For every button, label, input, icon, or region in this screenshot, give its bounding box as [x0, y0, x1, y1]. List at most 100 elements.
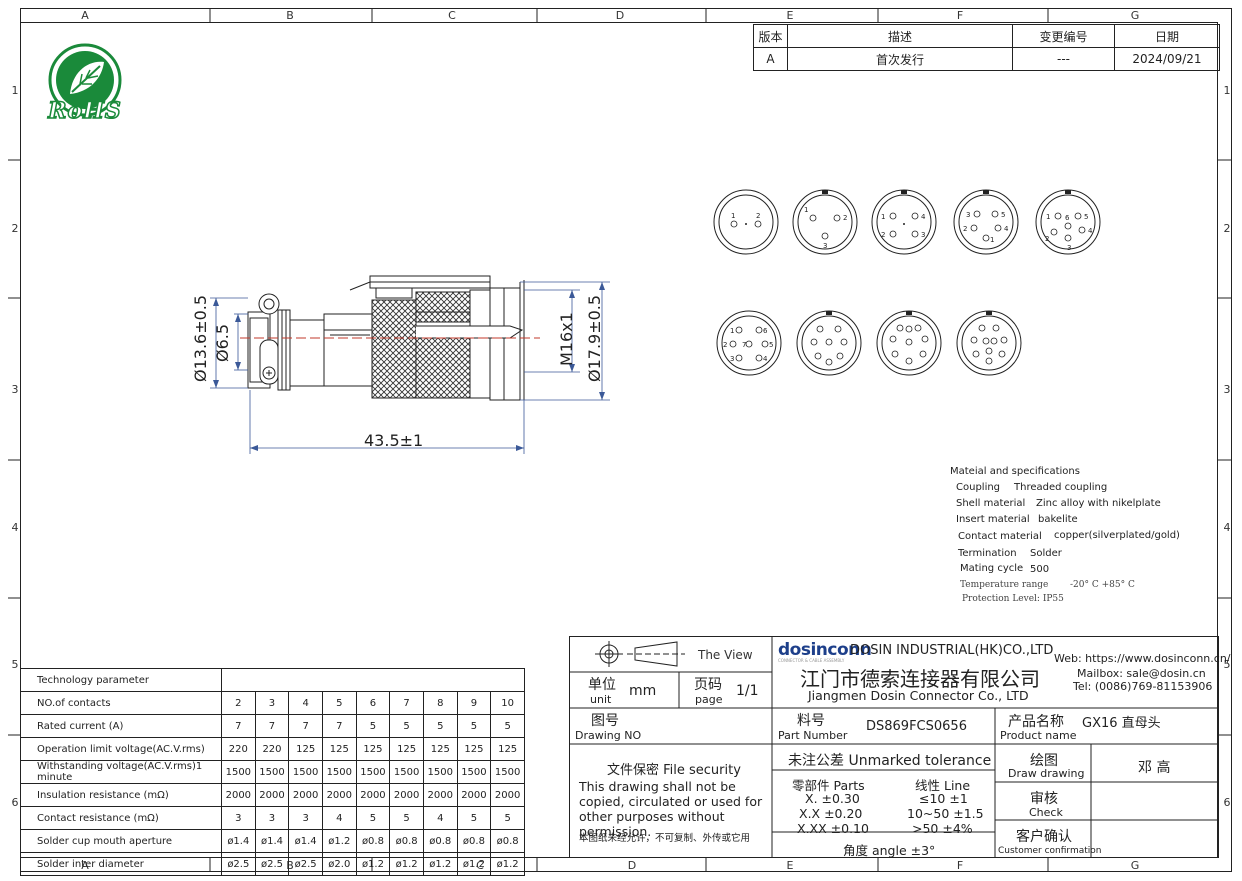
tech-cell: 1500: [254, 760, 290, 784]
security-cn: 本图纸未经允许，不可复制、外传或它用: [579, 833, 751, 844]
tech-cell: 125: [321, 737, 357, 761]
angle-tol: 角度 angle ±3°: [843, 843, 936, 858]
tech-cell: ø0.8: [355, 829, 391, 853]
tech-cell: 1500: [422, 760, 458, 784]
rev-change-no: ---: [1012, 47, 1115, 71]
drawing-no-cn: 图号: [591, 713, 619, 729]
tech-cell: ø0.8: [389, 829, 424, 853]
tech-cell: 1500: [288, 760, 323, 784]
zone-col-g-bottom: G: [1130, 859, 1140, 872]
product-name: GX16 直母头: [1082, 716, 1161, 731]
tech-row-label: Solder cup mouth aperture: [20, 829, 222, 853]
parts-tol-2: X.X ±0.20: [799, 806, 863, 821]
tech-cell: 220: [254, 737, 290, 761]
zone-row-5: 5: [11, 658, 19, 671]
tech-cell: 6: [355, 691, 391, 715]
zone-col-e-bottom: E: [786, 859, 794, 872]
brand-logo: dosinconn: [778, 640, 872, 660]
tech-cell: 125: [288, 737, 323, 761]
spec-mating-label: Mating cycle: [960, 563, 1024, 574]
zone-row-3-right: 3: [1223, 383, 1231, 396]
tech-title-row: Technology parameter: [20, 668, 525, 692]
tech-cell: 220: [221, 737, 256, 761]
spec-shell-value: Zinc alloy with nikelplate: [1036, 498, 1161, 509]
tech-cell: 125: [422, 737, 458, 761]
zone-row-2: 2: [11, 222, 19, 235]
tech-cell: 1500: [355, 760, 391, 784]
unit-en: unit: [590, 693, 612, 706]
pin3-label-1: 1: [804, 206, 808, 214]
pin6-label-5: 5: [1084, 213, 1088, 221]
company-en2: Jiangmen Dosin Connector Co., LTD: [808, 688, 1029, 703]
tech-cell: 5: [355, 806, 391, 830]
pin4-label-2: 2: [881, 231, 885, 239]
zone-row-3: 3: [11, 383, 19, 396]
pin4-label-3: 3: [921, 231, 925, 239]
spec-insert-value: bakelite: [1038, 514, 1078, 525]
tech-cell: 3: [288, 806, 323, 830]
spec-temp-label: Temperature range: [960, 580, 1049, 590]
tech-row-label: Insulation resistance (mΩ): [20, 783, 222, 807]
part-number: DS869FCS0656: [866, 719, 967, 734]
brand-name: dosinconn: [778, 640, 872, 660]
check-en: Check: [1029, 806, 1063, 819]
zone-col-f-bottom: F: [956, 859, 964, 872]
tech-row: Withstanding voltage(AC.V.rms)1 minute 15…: [20, 760, 525, 784]
part-en: Part Number: [778, 729, 848, 742]
tech-row-label: Withstanding voltage(AC.V.rms)1 minute: [20, 760, 222, 784]
tech-cell: 125: [490, 737, 525, 761]
tech-cell: ø1.4: [254, 829, 290, 853]
tech-cell: 2: [221, 691, 256, 715]
pin6-label-2: 2: [1045, 235, 1049, 243]
tech-row-label: Operation limit voltage(AC.V.rms): [20, 737, 222, 761]
line-title: 线性 Line: [915, 778, 971, 793]
tech-cell: 2000: [490, 783, 525, 807]
brand-sub: CONNECTOR & CABLE ASSEMBLY: [778, 658, 845, 663]
pin5-label-5: 5: [1001, 211, 1005, 219]
zone-row-1: 1: [11, 84, 19, 97]
confirm-cn: 客户确认: [1016, 829, 1072, 845]
zone-row-4: 4: [11, 521, 19, 534]
tech-cell: 3: [254, 806, 290, 830]
line-tol-3: >50 ±4%: [912, 821, 973, 836]
pin6-label-3: 3: [1067, 244, 1071, 252]
pin4-label-4: 4: [921, 213, 926, 221]
pin5-label-1: 1: [990, 236, 994, 244]
product-en: Product name: [1000, 729, 1077, 742]
tech-cell: 2000: [254, 783, 290, 807]
dim-inner-dia: Ø6.5: [213, 324, 232, 362]
spec-mating-value: 500: [1030, 564, 1050, 575]
pin-layouts: 1 2 1 2 3 1 4 2 3 3 5 2 4 1 1 6 5 4 2 3 …: [713, 189, 1101, 376]
tech-row-label: Rated current (A): [20, 714, 222, 738]
dim-length: 43.5±1: [364, 431, 423, 450]
connector-side-view: Ø13.6±0.5 Ø6.5 M16x1 Ø17.9±0.5 43.5±1: [191, 275, 610, 454]
tech-cell: 1500: [389, 760, 424, 784]
tech-cell: 4: [321, 806, 357, 830]
title-block-lines: [569, 636, 1219, 858]
title-block: [569, 636, 1219, 858]
dim-thread: M16x1: [557, 312, 576, 366]
tech-cell: 7: [389, 691, 424, 715]
tech-cell: 5: [321, 691, 357, 715]
unit-value: mm: [629, 683, 657, 699]
tech-cell: 2000: [288, 783, 323, 807]
rev-header-description: 描述: [787, 24, 1013, 48]
pin5-label-3: 3: [966, 211, 970, 219]
tech-cell: 125: [389, 737, 424, 761]
tech-cell: 5: [456, 806, 492, 830]
tech-cell: ø1.2: [321, 829, 357, 853]
tech-cell: 5: [490, 714, 525, 738]
tech-cell: ø1.2: [389, 852, 424, 876]
rev-date: 2024/09/21: [1114, 47, 1220, 71]
pin2-label-2: 2: [756, 212, 760, 220]
tech-cell: ø1.2: [490, 852, 525, 876]
tech-cell: 5: [355, 714, 391, 738]
revision-table: 版本 描述 变更编号 日期 A 首次发行 --- 2024/09/21: [753, 24, 1220, 71]
spec-title: Mateial and specifications: [950, 466, 1080, 477]
drawing-no-en: Drawing NO: [575, 729, 642, 742]
spec-contact-value: copper(silverplated/gold): [1054, 530, 1180, 541]
tech-cell: 1500: [321, 760, 357, 784]
